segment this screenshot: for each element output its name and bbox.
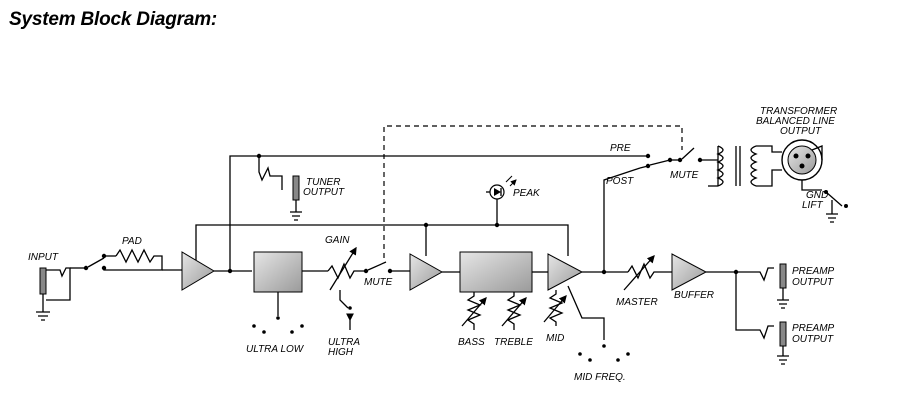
tuner-label-2: OUTPUT [303, 187, 345, 198]
pad-switch-contact [83, 265, 89, 271]
tuner-label-1: TUNER [306, 177, 340, 188]
gain-pot-icon [327, 262, 364, 280]
gnd-label-2: LIFT [802, 200, 823, 211]
ultra-high-label-1: ULTRA [328, 337, 360, 348]
pad-resistor-icon [115, 248, 163, 268]
bass-pot-icon [466, 292, 482, 330]
bass-label: BASS [458, 337, 485, 348]
tuner-output-jack [290, 175, 302, 221]
mute-label-2: MUTE [670, 170, 699, 181]
treble-pot-icon [506, 292, 522, 330]
mute-switch-icon [367, 261, 387, 271]
transformer-label-1: TRANSFORMER [760, 106, 837, 117]
peak-label: PEAK [513, 188, 541, 199]
ultra-low-switch [252, 306, 304, 334]
preamp-out-1-label-2: OUTPUT [792, 277, 834, 288]
pad-label: PAD [122, 236, 142, 247]
mid-pot-icon [548, 290, 564, 326]
pre-post-switch-icon [649, 159, 671, 166]
ultra-high-label-2: HIGH [328, 347, 354, 358]
pad-switch-icon [87, 257, 105, 268]
mute-link-dashed [383, 125, 683, 258]
gnd-label-1: GND [806, 190, 828, 201]
master-pot-icon [627, 262, 672, 280]
mid-label: MID [546, 333, 564, 344]
input-jack [36, 267, 71, 321]
preamp-out-2-label-2: OUTPUT [792, 334, 834, 345]
preamp-out-2-label-1: PREAMP [792, 323, 835, 334]
preamp-output-jack-1 [777, 263, 789, 309]
xlr-connector-icon [781, 139, 823, 191]
ultra-low-block [253, 251, 303, 293]
pre-label: PRE [610, 143, 631, 154]
gain-label: GAIN [325, 235, 350, 246]
transformer-label-2: BALANCED LINE [756, 116, 835, 127]
mute-switch-2-icon [681, 147, 695, 160]
ultra-low-label: ULTRA LOW [246, 344, 305, 355]
master-label: MASTER [616, 297, 658, 308]
transformer-icon [708, 145, 782, 187]
gnd-lift-switch-icon [825, 191, 843, 207]
input-label: INPUT [28, 252, 59, 263]
mid-freq-switch [578, 344, 630, 362]
gain-amplifier-icon [409, 253, 444, 291]
mid-amplifier-icon [547, 253, 584, 291]
page-title: System Block Diagram: [9, 9, 218, 30]
post-label: POST [606, 176, 634, 187]
transformer-label-3: OUTPUT [780, 126, 822, 137]
treble-label: TREBLE [494, 337, 533, 348]
buffer-label: BUFFER [674, 290, 714, 301]
preamp-out-1-label-1: PREAMP [792, 266, 835, 277]
mute-label-1: MUTE [364, 277, 393, 288]
buffer-amplifier-icon [671, 253, 708, 291]
input-amplifier-icon [181, 251, 215, 291]
tone-block [459, 251, 533, 293]
mid-freq-label: MID FREQ. [574, 372, 626, 383]
preamp-output-jack-2 [777, 321, 789, 365]
